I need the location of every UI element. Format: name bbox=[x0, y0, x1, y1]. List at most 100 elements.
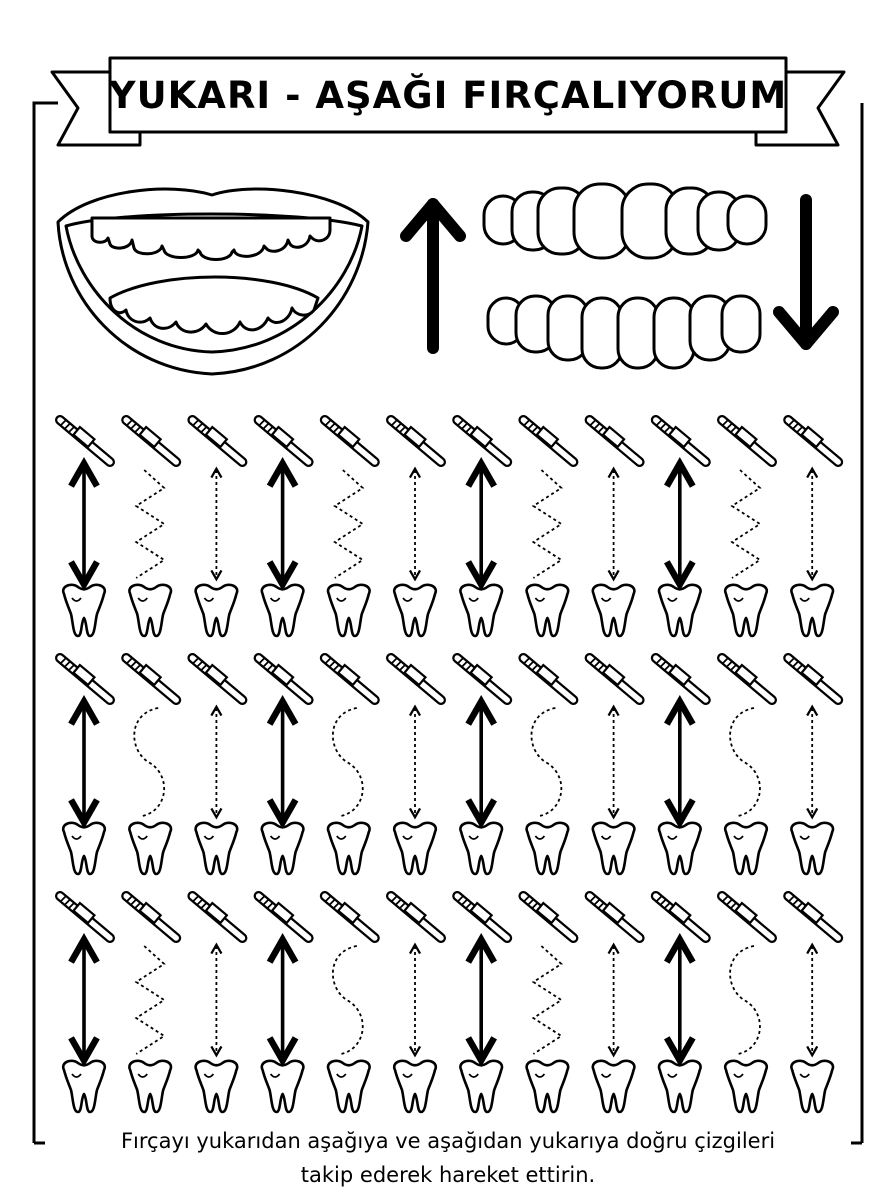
zigzag-trace-line[interactable] bbox=[730, 469, 762, 579]
tracing-cell[interactable] bbox=[259, 896, 309, 1114]
tooth-icon bbox=[260, 1059, 305, 1114]
tracing-cell[interactable] bbox=[325, 658, 375, 876]
tooth-icon bbox=[459, 583, 504, 638]
tracing-cell[interactable] bbox=[126, 896, 176, 1114]
toothbrush-icon bbox=[60, 658, 110, 700]
tracing-cell[interactable] bbox=[60, 420, 110, 638]
instruction-text: Fırçayı yukarıdan aşağıya ve aşağıdan yu… bbox=[40, 1124, 856, 1192]
zigzag-trace-line[interactable] bbox=[531, 469, 564, 579]
toothbrush-icon bbox=[259, 896, 309, 938]
tooth-icon bbox=[790, 583, 835, 638]
tooth-icon bbox=[459, 1059, 504, 1114]
tracing-cell[interactable] bbox=[60, 896, 110, 1114]
toothbrush-icon bbox=[590, 896, 640, 938]
toothbrush-icon bbox=[457, 420, 507, 462]
curve-trace-line[interactable] bbox=[729, 945, 761, 1055]
tooth-icon bbox=[326, 1059, 371, 1114]
toothbrush-icon bbox=[788, 420, 838, 462]
instruction-line-2: takip ederek hareket ettirin. bbox=[300, 1163, 596, 1187]
toothbrush-icon bbox=[60, 420, 110, 462]
toothbrush-icon bbox=[523, 658, 573, 700]
tracing-cell[interactable] bbox=[788, 658, 838, 876]
curve-trace-line[interactable] bbox=[729, 707, 761, 817]
tooth-icon bbox=[591, 821, 636, 876]
tracing-cell[interactable] bbox=[192, 420, 242, 638]
tracing-cell[interactable] bbox=[259, 420, 309, 638]
toothbrush-icon bbox=[60, 896, 110, 938]
tooth-icon bbox=[657, 821, 702, 876]
toothbrush-icon bbox=[457, 896, 507, 938]
tooth-icon bbox=[790, 1059, 835, 1114]
tracing-cell[interactable] bbox=[523, 896, 573, 1114]
tracing-cell[interactable] bbox=[457, 420, 507, 638]
tracing-grid bbox=[60, 420, 838, 1114]
toothbrush-icon bbox=[325, 420, 375, 462]
toothbrush-icon bbox=[259, 420, 309, 462]
tracing-cell[interactable] bbox=[523, 658, 573, 876]
toothbrush-icon bbox=[722, 420, 772, 462]
tracing-cell[interactable] bbox=[391, 896, 441, 1114]
toothbrush-icon bbox=[722, 896, 772, 938]
toothbrush-icon bbox=[656, 658, 706, 700]
instruction-line-1: Fırçayı yukarıdan aşağıya ve aşağıdan yu… bbox=[120, 1129, 776, 1153]
tracing-cell[interactable] bbox=[192, 658, 242, 876]
curve-trace-line[interactable] bbox=[332, 945, 364, 1055]
toothbrush-icon bbox=[192, 420, 242, 462]
toothbrush-icon bbox=[391, 658, 441, 700]
tracing-cell[interactable] bbox=[788, 420, 838, 638]
tracing-cell[interactable] bbox=[722, 896, 772, 1114]
tracing-cell[interactable] bbox=[590, 658, 640, 876]
zigzag-trace-line[interactable] bbox=[333, 469, 365, 579]
tracing-cell[interactable] bbox=[656, 420, 706, 638]
toothbrush-icon bbox=[656, 420, 706, 462]
tooth-icon bbox=[525, 583, 570, 638]
tooth-icon bbox=[591, 1059, 636, 1114]
page-title: YUKARI - AŞAĞI FIRÇALIYORUM bbox=[108, 73, 788, 117]
tracing-cell[interactable] bbox=[391, 658, 441, 876]
tooth-icon bbox=[61, 1059, 107, 1114]
toothbrush-icon bbox=[523, 896, 573, 938]
tracing-cell[interactable] bbox=[126, 420, 176, 638]
tracing-cell[interactable] bbox=[391, 420, 441, 638]
tracing-cell[interactable] bbox=[523, 420, 573, 638]
tracing-cell[interactable] bbox=[722, 420, 772, 638]
toothbrush-icon bbox=[590, 658, 640, 700]
curve-trace-line[interactable] bbox=[332, 707, 364, 817]
tooth-icon bbox=[194, 583, 239, 638]
curve-trace-line[interactable] bbox=[133, 707, 165, 817]
tracing-cell[interactable] bbox=[259, 658, 309, 876]
tooth-icon bbox=[723, 821, 769, 876]
toothbrush-icon bbox=[391, 896, 441, 938]
tooth-icon bbox=[459, 821, 504, 876]
tracing-cell[interactable] bbox=[60, 658, 110, 876]
toothbrush-icon bbox=[192, 896, 242, 938]
tracing-cell[interactable] bbox=[788, 896, 838, 1114]
tracing-cell[interactable] bbox=[722, 658, 772, 876]
tooth-icon bbox=[128, 1059, 173, 1114]
curve-trace-line[interactable] bbox=[530, 707, 563, 817]
tracing-cell[interactable] bbox=[325, 420, 375, 638]
zigzag-trace-line[interactable] bbox=[134, 945, 166, 1055]
toothbrush-icon bbox=[722, 658, 772, 700]
toothbrush-icon bbox=[457, 658, 507, 700]
tracing-cell[interactable] bbox=[590, 420, 640, 638]
zigzag-trace-line[interactable] bbox=[134, 469, 166, 579]
tracing-cell[interactable] bbox=[192, 896, 242, 1114]
tooth-icon bbox=[392, 583, 438, 638]
tooth-icon bbox=[657, 583, 702, 638]
zigzag-trace-line[interactable] bbox=[531, 945, 564, 1055]
toothbrush-icon bbox=[259, 658, 309, 700]
tracing-cell[interactable] bbox=[656, 658, 706, 876]
tracing-cell[interactable] bbox=[457, 896, 507, 1114]
tooth-icon bbox=[657, 1059, 702, 1114]
toothbrush-icon bbox=[788, 658, 838, 700]
tracing-cell[interactable] bbox=[457, 658, 507, 876]
tooth-icon bbox=[591, 583, 636, 638]
tracing-cell[interactable] bbox=[325, 896, 375, 1114]
tracing-cell[interactable] bbox=[590, 896, 640, 1114]
tracing-cell[interactable] bbox=[656, 896, 706, 1114]
toothbrush-icon bbox=[788, 896, 838, 938]
tooth-icon bbox=[260, 583, 305, 638]
tooth-icon bbox=[61, 821, 107, 876]
tracing-cell[interactable] bbox=[126, 658, 176, 876]
